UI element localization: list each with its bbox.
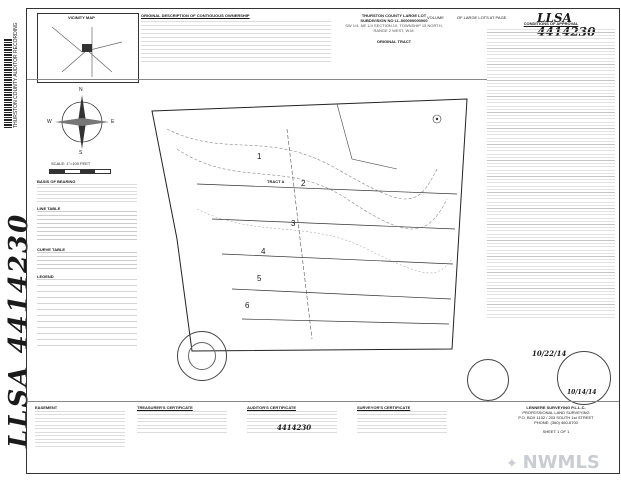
firm-phone: PHONE: (360) 460-6700 [534, 420, 578, 425]
plat-sheet: VICINITY MAP ORIGINAL DESCRIPTION OF CON… [26, 8, 620, 474]
treasurer-text [137, 411, 227, 435]
surveyor-seal [467, 359, 509, 401]
auditor-file-number: 4414230 [277, 423, 312, 432]
vicinity-map-box: VICINITY MAP [37, 13, 139, 83]
basis-of-bearing-title: BASIS OF BEARING [37, 179, 76, 184]
compass-rose-icon [55, 95, 109, 149]
conditions-column: CONDITIONS OF APPROVAL [487, 21, 615, 321]
lot-number-2: 2 [301, 179, 306, 188]
north-label: N [79, 87, 83, 93]
sheet-number: SHEET 1 OF 1 [542, 429, 570, 434]
line-table-rows [37, 211, 137, 243]
county-title: THURSTON COUNTY LARGE LOT [361, 13, 427, 18]
tract-label: TRACT A [267, 179, 285, 184]
surveyor-text [357, 411, 447, 435]
easement-text [35, 411, 125, 447]
surveyor-title: SURVEYOR'S CERTIFICATE [357, 405, 411, 410]
scale-bar [49, 169, 111, 174]
firm-block: LENNERE SURVEYING P.L.L.C. PROFESSIONAL … [497, 405, 615, 434]
vicinity-map-title: VICINITY MAP [68, 15, 95, 20]
lot-number-5: 5 [257, 274, 262, 283]
subdivision-number: SUBDIVISION NO LL-000000000000 [360, 18, 428, 23]
left-panel: BASIS OF BEARING LINE TABLE CURVE TABLE … [37, 179, 137, 389]
conditions-text [487, 29, 615, 319]
north-arrow: N E S W [47, 87, 117, 157]
lot-number-6: 6 [245, 301, 250, 310]
parcel-map [151, 98, 468, 352]
description-text-lines [141, 21, 331, 65]
nwmls-watermark: ✦ NWMLS [506, 452, 600, 473]
lot-number-1: 1 [257, 152, 262, 161]
footer-rule [27, 401, 619, 402]
county-seal-inner [188, 342, 216, 370]
volume-label: VOLUME [427, 15, 444, 20]
nwmls-logo-icon: ✦ [506, 456, 523, 472]
curve-table-rows [37, 252, 137, 270]
watermark-text: NWMLS [522, 452, 600, 473]
easement-title: EASEMENT [35, 405, 58, 410]
county-seal [177, 331, 227, 381]
side-recording-strip: THURSTON COUNTY AUDITOR RECORDING LLSA 4… [2, 8, 34, 473]
firm-subtitle: PROFESSIONAL LAND SURVEYING [522, 410, 590, 415]
legend-title: LEGEND [37, 274, 54, 279]
auditor-title: AUDITOR'S CERTIFICATE [247, 405, 297, 410]
signature-date-b: 10/14/14 [567, 389, 597, 396]
curve-table-title: CURVE TABLE [37, 247, 66, 252]
legend-items [37, 279, 137, 349]
south-label: S [79, 150, 83, 156]
footer: EASEMENT TREASURER'S CERTIFICATE AUDITOR… [27, 403, 619, 473]
treasurer-title: TREASURER'S CERTIFICATE [137, 405, 193, 410]
lot-number-4: 4 [261, 247, 266, 256]
lot-number-3: 3 [291, 219, 296, 228]
original-description: ORIGINAL DESCRIPTION OF CONTIGUOUS OWNER… [141, 13, 336, 73]
basis-text-lines [37, 184, 137, 202]
scale-label: SCALE: 1"=100 FEET [51, 161, 91, 166]
firm-name: LENNERE SURVEYING P.L.L.C. [526, 405, 586, 410]
firm-address: P.O. BOX 1102 / 203 SOUTH 1st STREET [518, 415, 594, 420]
large-lots-label: OF LARGE LOTS AT PAGE [457, 15, 507, 20]
original-description-title: ORIGINAL DESCRIPTION OF CONTIGUOUS OWNER… [141, 13, 250, 18]
west-label: W [47, 119, 52, 125]
location-line: SW 1/4, NE 1/4 SECTION 10, TOWNSHIP 15 N… [345, 23, 443, 33]
east-label: E [111, 119, 115, 125]
vicinity-map-drawing [51, 26, 123, 77]
conditions-title: CONDITIONS OF APPROVAL [523, 21, 579, 26]
line-table-title: LINE TABLE [37, 206, 61, 211]
firm-stamp [557, 351, 611, 405]
auditor-text [247, 411, 337, 435]
side-strip-text: THURSTON COUNTY AUDITOR RECORDING [13, 22, 19, 128]
signature-date-a: 10/22/14 [532, 349, 567, 358]
original-tract-label: ORIGINAL TRACT [376, 39, 412, 44]
barcode [4, 38, 12, 128]
header-rule [27, 79, 487, 80]
county-header: THURSTON COUNTY LARGE LOT SUBDIVISION NO… [339, 13, 449, 63]
